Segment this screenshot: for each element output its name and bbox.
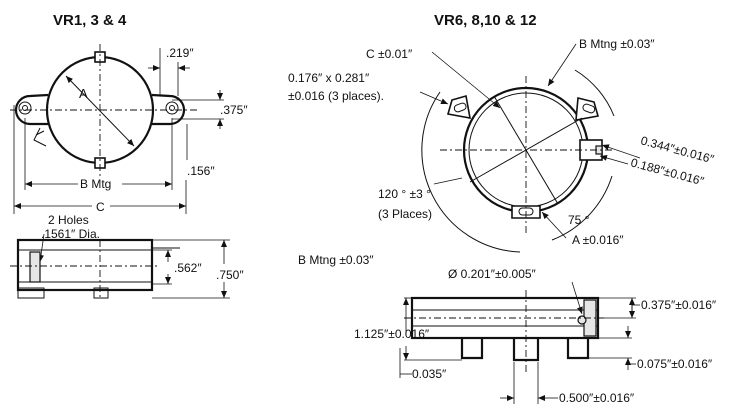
vr6-dim-075: 0.075″±0.016″ <box>637 357 713 371</box>
vr6-foot-center <box>512 338 540 362</box>
vr1-dia-a-line <box>65 75 135 147</box>
vr6-angle-120-line1: 120 ° ±3 ° <box>378 187 431 201</box>
vr1-holes-line1: 2 Holes <box>48 213 89 227</box>
vr6-slot-lug-left <box>446 94 471 119</box>
vr1-title: VR1, 3 & 4 <box>53 12 127 29</box>
vr6-b-arc <box>421 91 521 253</box>
vr1-left-hole <box>18 101 32 115</box>
vr6-dim-035: 0.035″ <box>412 367 447 381</box>
vr1-dim-219: .219″ <box>166 46 194 60</box>
vr1-right-lug <box>151 93 186 126</box>
vr6-top-view: VR6, 8,10 & 12 <box>288 12 716 253</box>
vr6-side-view: B Mtng ±0.03″ Ø 0.201″±0.005″ 0.375″±0.0… <box>298 253 717 405</box>
vr1-holes-line2: .1561″ Dia. <box>41 227 100 241</box>
vr1-side-hole <box>29 251 41 283</box>
vr6-c-tol: C ±0.01″ <box>366 47 413 61</box>
vr6-hole-dia: Ø 0.201″±0.005″ <box>448 267 537 281</box>
vr1-label-a: A <box>79 86 88 101</box>
vr1-right-hole <box>165 101 179 115</box>
vr1-dim-375: .375″ <box>220 103 248 117</box>
vr6-side-hole <box>577 315 587 325</box>
vr6-angle-120-line2: (3 Places) <box>378 207 432 221</box>
vr1-left-lug <box>14 93 49 126</box>
vr6-slot-lug-right <box>575 96 600 121</box>
vr6-dim-375: 0.375″±0.016″ <box>641 298 717 312</box>
vr6-dim-1125: 1.125″±0.016″ <box>354 327 430 341</box>
vr1-label-c: C <box>96 200 105 214</box>
vr6-angle-75: 75 ° <box>568 213 590 227</box>
vr1-side-body <box>16 238 154 292</box>
vr1-dim-562: .562″ <box>174 261 202 275</box>
vr6-title: VR6, 8,10 & 12 <box>434 12 537 29</box>
vr6-dim-500: 0.500″±0.016″ <box>559 391 635 405</box>
vr6-slot-line1: 0.176″ x 0.281″ <box>288 71 370 85</box>
vr1-dim-750: .750″ <box>216 268 244 282</box>
vr6-foot-right <box>566 338 590 360</box>
vr1-label-b-mtg: B Mtg <box>80 177 111 191</box>
vr1-top-view: VR1, 3 & 4 A .219″ .375″ <box>10 12 248 214</box>
vr6-foot-left <box>460 338 484 360</box>
vr1-dim-156: .156″ <box>187 164 215 178</box>
vr6-a-tol: A ±0.016″ <box>572 233 624 247</box>
vr1-side-view: 2 Holes .1561″ Dia. .562″ .750″ <box>10 213 244 300</box>
vr6-slot-line2: ±0.016 (3 places). <box>288 89 384 103</box>
vr6-b-mtng-tol: B Mtng ±0.03″ <box>579 37 655 51</box>
vr6-b-mtng-side: B Mtng ±0.03″ <box>298 253 374 267</box>
